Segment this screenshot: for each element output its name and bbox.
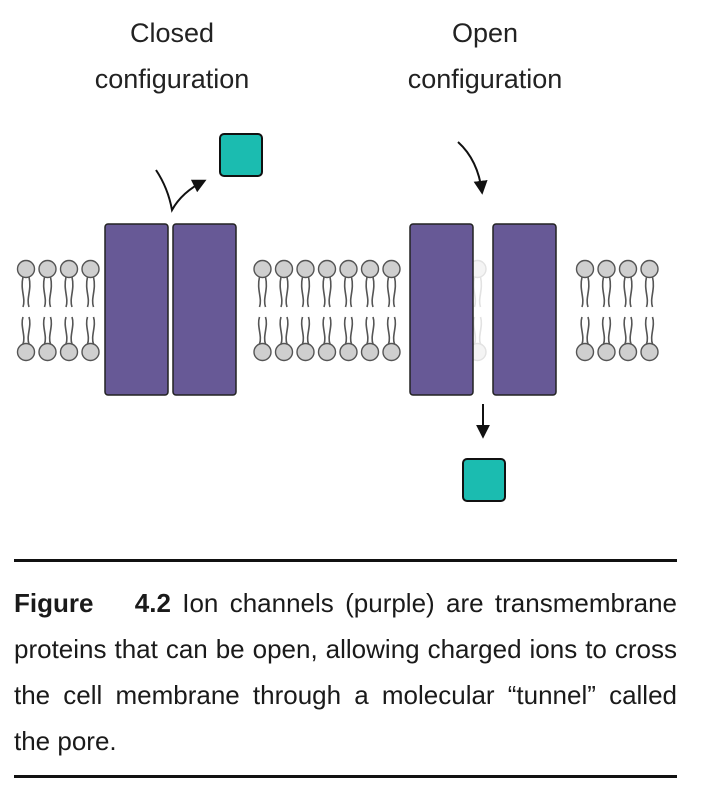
closed-label-line-1: Closed [129,18,215,48]
closed-channel-subunit-right [172,223,237,396]
ion-channel-diagram [16,133,659,502]
caption-top-rule [14,559,677,562]
caption-text: Ion channels (purple) are transmembrane … [14,588,677,756]
open-configuration-label: Open configuration [365,10,605,102]
open-label-line-1: Open [451,18,519,48]
ion-passed [462,458,506,502]
lipid-bilayer-membrane [16,259,659,362]
ion-blocked [219,133,263,177]
bounce-arrow [155,169,207,213]
open-channel-subunit-left [409,223,474,396]
figure-caption: Figure 4.2 Ion channels (purple) are tra… [14,580,677,764]
closed-channel-subunit-left [104,223,169,396]
figure-number: Figure 4.2 [14,588,171,618]
closed-label-line-2: configuration [94,64,250,94]
open-channel-subunit-right [492,223,557,396]
closed-configuration-label: Closed configuration [52,10,292,102]
open-label-line-2: configuration [407,64,563,94]
entry-arrow [457,141,488,195]
caption-bottom-rule [14,775,677,778]
